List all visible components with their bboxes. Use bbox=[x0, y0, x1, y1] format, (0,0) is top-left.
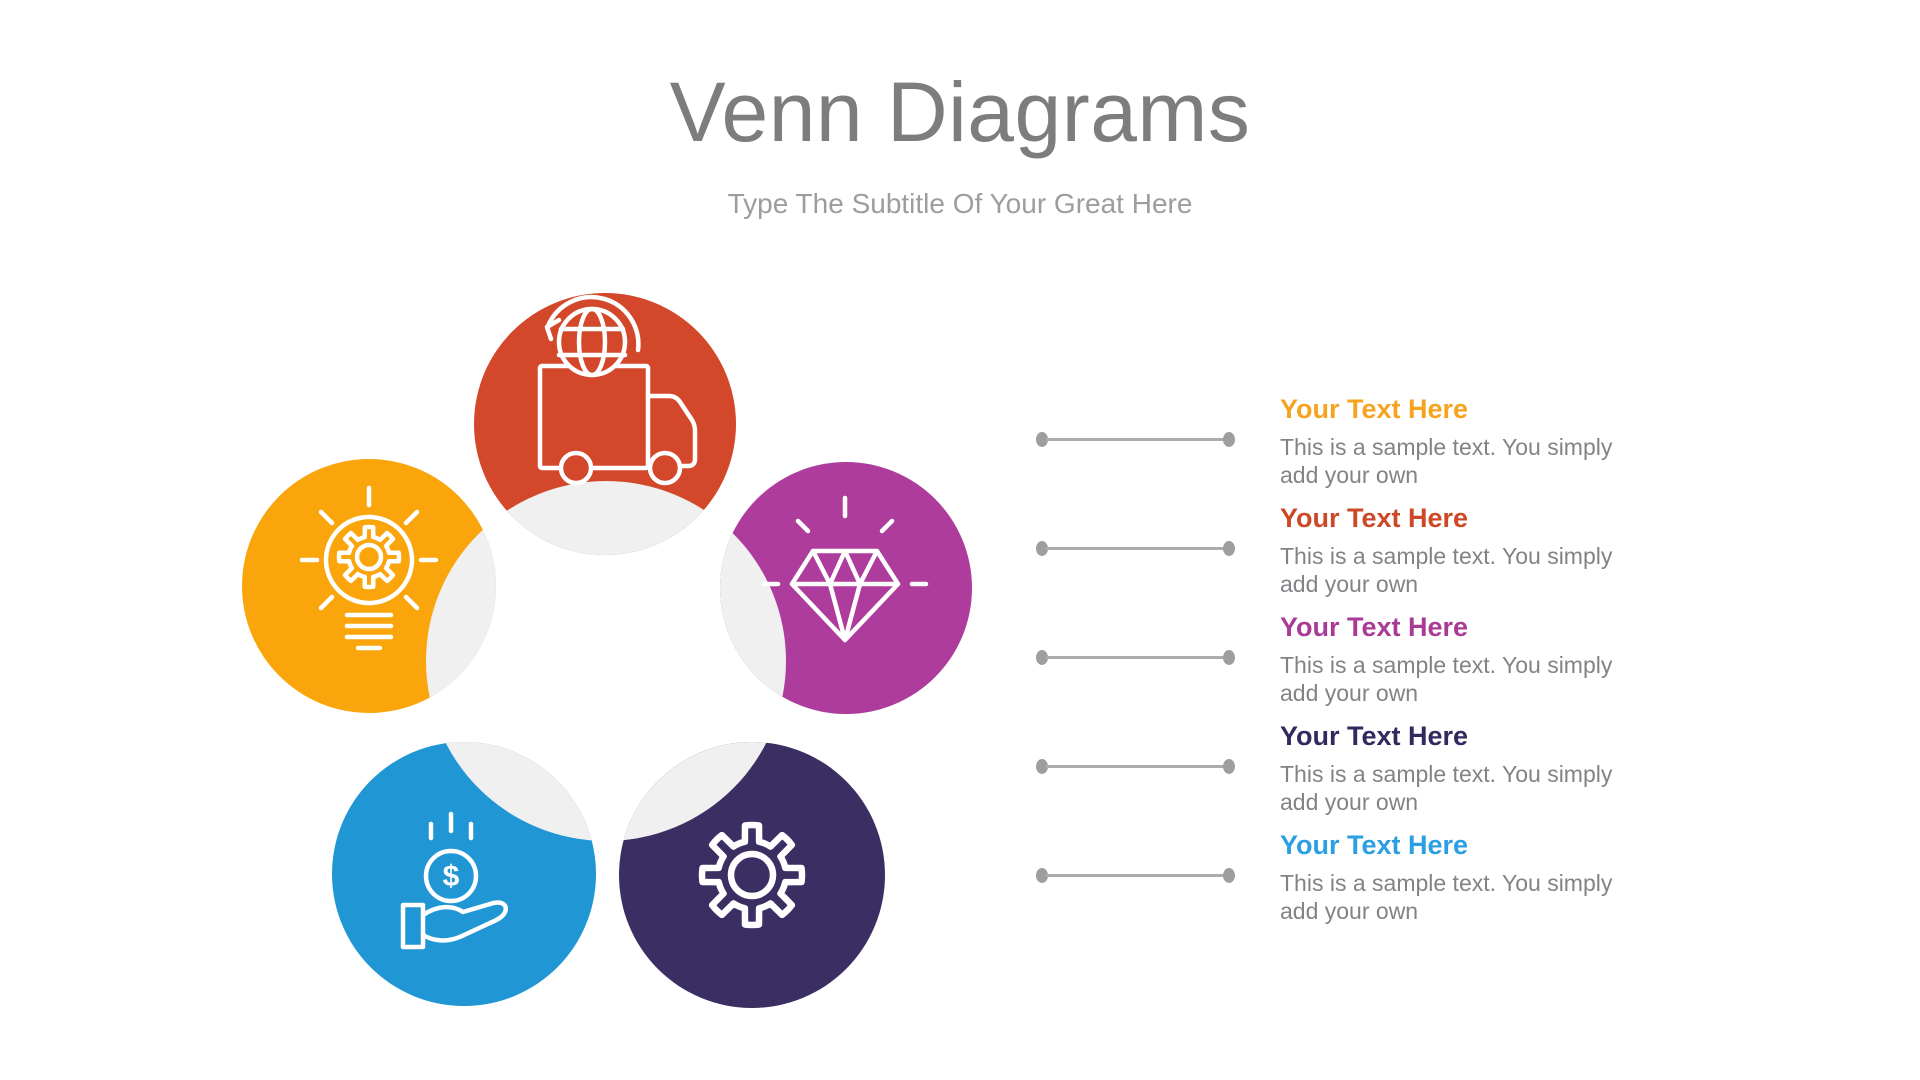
legend-item: Your Text Here This is a sample text. Yo… bbox=[1036, 829, 1636, 925]
legend-item-heading: Your Text Here bbox=[1280, 830, 1469, 860]
connector bbox=[1036, 432, 1235, 447]
legend-item-heading: Your Text Here bbox=[1280, 503, 1469, 533]
circle-delivery bbox=[474, 293, 736, 555]
legend-item-body: This is a sample text. You simply add yo… bbox=[1280, 543, 1613, 597]
connector-dot-icon bbox=[1223, 759, 1235, 774]
connector-dot-icon bbox=[1036, 650, 1048, 665]
connector-dot-icon bbox=[1036, 541, 1048, 556]
svg-text:$: $ bbox=[443, 860, 460, 893]
legend-item-body: This is a sample text. You simply add yo… bbox=[1280, 761, 1613, 815]
legend-item-body: This is a sample text. You simply add yo… bbox=[1280, 870, 1613, 924]
legend-item: Your Text Here This is a sample text. Yo… bbox=[1036, 720, 1636, 816]
truck-globe-icon bbox=[537, 294, 698, 486]
gear-icon bbox=[702, 825, 802, 925]
connector bbox=[1036, 650, 1235, 665]
legend-item-body: This is a sample text. You simply add yo… bbox=[1280, 434, 1613, 488]
connector-line bbox=[1046, 656, 1225, 659]
legend-item-body: This is a sample text. You simply add yo… bbox=[1280, 652, 1613, 706]
page-subtitle: Type The Subtitle Of Your Great Here bbox=[727, 188, 1193, 219]
connector-dot-icon bbox=[1036, 432, 1048, 447]
legend-item-heading: Your Text Here bbox=[1280, 394, 1469, 424]
connector bbox=[1036, 541, 1235, 556]
connector-dot-icon bbox=[1223, 432, 1235, 447]
diamond-icon bbox=[761, 495, 929, 643]
page-title: Venn Diagrams bbox=[669, 65, 1251, 159]
connector-dot-icon bbox=[1223, 650, 1235, 665]
connector bbox=[1036, 759, 1235, 774]
connector-line bbox=[1046, 874, 1225, 877]
lightbulb-gear-icon bbox=[299, 485, 439, 651]
connector-dot-icon bbox=[1036, 868, 1048, 883]
legend-item-heading: Your Text Here bbox=[1280, 612, 1469, 642]
connector bbox=[1036, 868, 1235, 883]
connector-line bbox=[1046, 547, 1225, 550]
connector-dot-icon bbox=[1223, 541, 1235, 556]
connector-dot-icon bbox=[1036, 759, 1048, 774]
legend-item: Your Text Here This is a sample text. Yo… bbox=[1036, 393, 1636, 489]
hand-money-icon: $ bbox=[400, 811, 508, 950]
connector-line bbox=[1046, 765, 1225, 768]
connector-line bbox=[1046, 438, 1225, 441]
legend-item-heading: Your Text Here bbox=[1280, 721, 1469, 751]
legend-item: Your Text Here This is a sample text. Yo… bbox=[1036, 502, 1636, 598]
legend-item: Your Text Here This is a sample text. Yo… bbox=[1036, 611, 1636, 707]
connector-dot-icon bbox=[1223, 868, 1235, 883]
